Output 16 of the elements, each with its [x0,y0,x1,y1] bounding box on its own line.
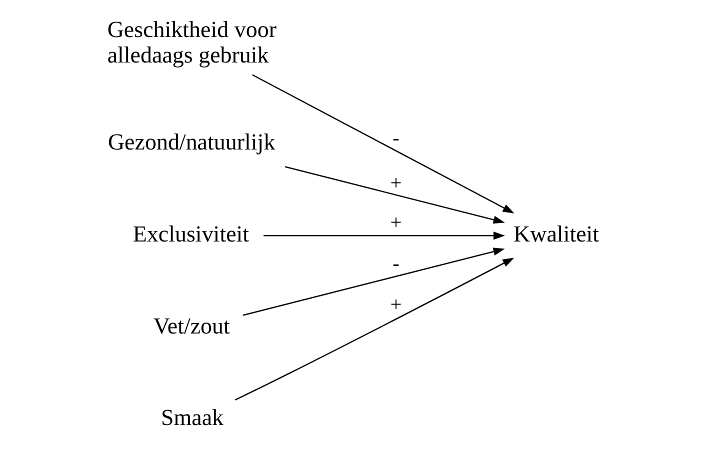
node-text: Vet/zout [153,313,230,338]
node-text: Geschiktheid voor alledaags gebruik [107,16,276,68]
edge-label: - [392,128,400,150]
arrow [252,74,514,214]
arrow [242,248,505,316]
arrow [264,232,505,240]
node-text: Kwaliteit [514,221,600,246]
node-text: Smaak [160,405,224,430]
arrow [234,258,514,400]
node-text: Gezond/natuurlijk [108,129,276,154]
edge-label: + [390,172,402,194]
edge-label: - [392,252,400,275]
arrow [284,166,505,224]
edge-label: + [390,212,402,234]
node-text: Exclusiviteit [132,221,250,246]
edge-label: + [390,294,402,316]
